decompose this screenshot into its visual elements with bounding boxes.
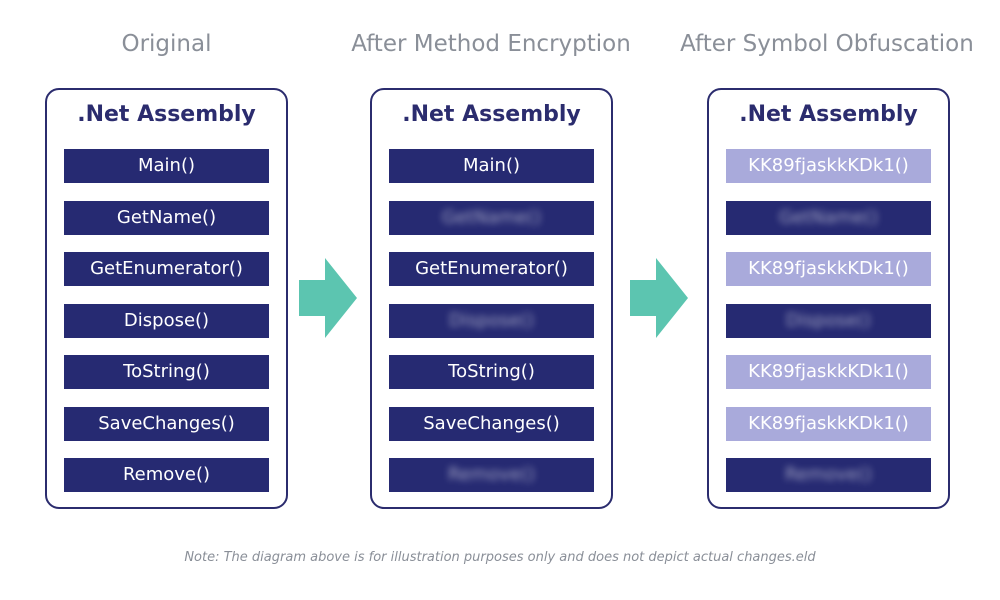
right-arrow-icon [630,258,688,338]
method-row: KK89fjaskkKDk1() [726,149,931,183]
method-label: KK89fjaskkKDk1() [748,258,909,279]
method-row: GetName() [389,200,594,235]
method-label: Dispose() [448,309,535,331]
right-arrow-icon [299,258,357,338]
method-row: ToString() [64,355,269,389]
method-label: Remove() [122,464,211,485]
method-row: GetName() [726,200,931,235]
panel-title: .Net Assembly [739,102,918,127]
method-label: Main() [462,155,520,176]
method-row: Dispose() [726,303,931,338]
method-label: KK89fjaskkKDk1() [748,361,909,382]
method-row: GetEnumerator() [64,252,269,286]
method-label: ToString() [123,361,210,382]
column-title-symbol-obfuscation: After Symbol Obfuscation [680,31,974,57]
method-row: Remove() [389,458,594,492]
panel-title: .Net Assembly [402,102,581,127]
assembly-panel-symbol-obfuscation: .Net Assembly KK89fjaskkKDk1() GetName() K… [707,88,950,509]
method-label: GetEnumerator() [90,258,243,279]
method-label: SaveChanges() [423,412,560,434]
method-label: Remove() [447,464,536,485]
method-row: KK89fjaskkKDk1() [726,355,931,389]
method-row: KK89fjaskkKDk1() [726,252,931,286]
method-row: Remove() [726,458,931,492]
column-title-method-encryption: After Method Encryption [351,31,631,57]
method-label: GetName() [441,206,542,228]
panel-title: .Net Assembly [77,102,256,127]
method-label: Remove() [784,464,873,485]
method-row: ToString() [389,355,594,389]
method-row: Main() [64,149,269,183]
method-row: GetName() [64,200,269,235]
method-row: Dispose() [389,303,594,338]
method-label: GetEnumerator() [415,258,568,279]
method-label: KK89fjaskkKDk1() [748,155,909,176]
footnote: Note: The diagram above is for illustrat… [184,550,816,565]
method-label: Dispose() [785,309,872,331]
column-title-original: Original [121,31,212,57]
method-label: GetName() [116,206,217,228]
method-label: GetName() [778,206,879,228]
method-label: Dispose() [123,309,210,331]
method-label: KK89fjaskkKDk1() [748,412,909,434]
method-row: KK89fjaskkKDk1() [726,406,931,441]
method-label: SaveChanges() [98,412,235,434]
method-row: Dispose() [64,303,269,338]
method-label: Main() [137,155,195,176]
assembly-panel-original: .Net Assembly Main() GetName() GetEnumerat… [45,88,288,509]
method-row: SaveChanges() [64,406,269,441]
method-row: Main() [389,149,594,183]
method-row: SaveChanges() [389,406,594,441]
method-label: ToString() [448,361,535,382]
method-row: Remove() [64,458,269,492]
assembly-panel-method-encryption: .Net Assembly Main() GetName() GetEnumerat… [370,88,613,509]
method-row: GetEnumerator() [389,252,594,286]
